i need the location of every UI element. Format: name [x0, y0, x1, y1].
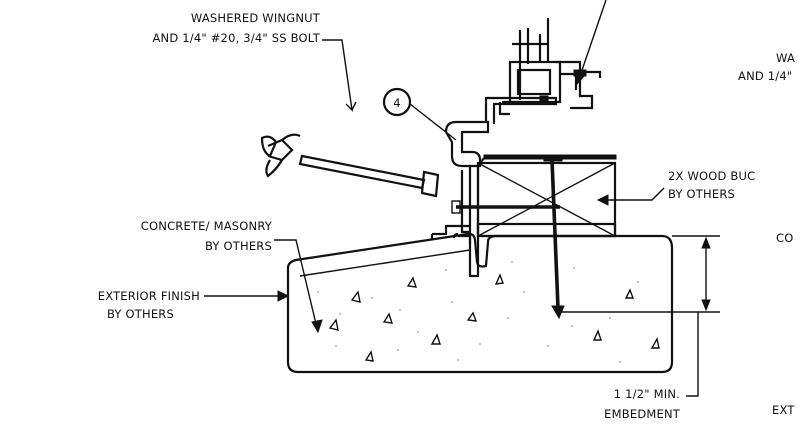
concrete-label-line2: BY OTHERS — [205, 239, 272, 253]
concrete-masonry-block — [286, 232, 674, 374]
leader-lines — [204, 0, 720, 397]
wingnut-bolt-exploded — [260, 133, 440, 198]
frame-anchor-bolt — [451, 200, 560, 214]
concrete-aggregate-marks — [317, 261, 660, 363]
wingnut-label-line1: WASHERED WINGNUT — [191, 11, 321, 25]
wood-buck-label-line1: 2X WOOD BUC — [668, 169, 755, 183]
callout-number: 4 — [393, 96, 401, 110]
exterior-finish-label-line1: EXTERIOR FINISH — [98, 289, 200, 303]
annotation-labels: WASHERED WINGNUT AND 1/4" #20, 3/4" SS B… — [98, 11, 795, 421]
right-cut-label-1-line2: AND 1/4" — [738, 69, 792, 83]
concrete-label-line1: CONCRETE/ MASONRY — [141, 219, 273, 233]
wingnut-label-line2: AND 1/4" #20, 3/4" SS BOLT — [152, 31, 320, 45]
wood-buck — [476, 161, 617, 238]
callout-bubble-4: 4 — [382, 87, 457, 141]
embedment-label-line2: EMBEDMENT — [604, 407, 681, 421]
wood-buck-label-line2: BY OTHERS — [668, 187, 735, 201]
right-cut-label-3: EXT — [772, 403, 795, 417]
right-cut-label-1-line1: WA — [776, 51, 795, 65]
embedment-label-line1: 1 1/2" MIN. — [614, 387, 680, 401]
exterior-finish-label-line2: BY OTHERS — [107, 307, 174, 321]
right-cut-label-2: CO — [776, 231, 793, 245]
glazing-frame-assembly — [498, 18, 602, 116]
